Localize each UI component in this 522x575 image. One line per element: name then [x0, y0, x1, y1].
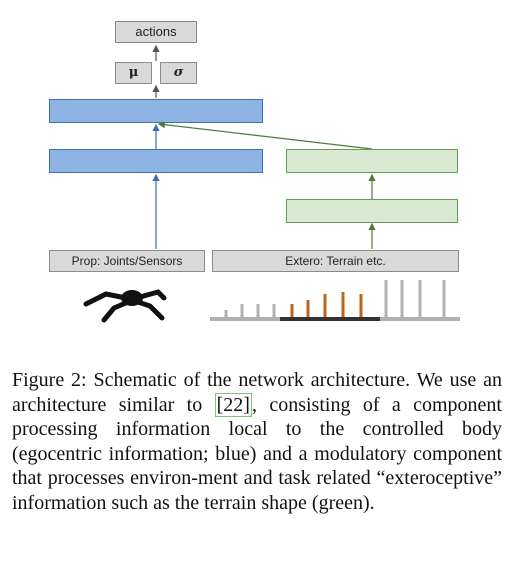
actions-box: actions	[115, 21, 197, 43]
mu-label: μ	[128, 65, 139, 80]
sigma-label: σ	[173, 65, 184, 80]
caption-figure-label: Figure 2:	[12, 369, 87, 391]
terrain-icon	[210, 280, 460, 321]
figure-caption: Figure 2: Schematic of the network archi…	[12, 368, 502, 515]
architecture-diagram: actions μ σ Prop: Joints/Sensors Extero:…	[49, 21, 460, 323]
blue-policy-layer-bottom	[49, 149, 263, 173]
caption-text-before-ref: Schematic of the network architecture. W…	[12, 369, 502, 416]
spider-robot-icon	[83, 289, 167, 323]
exteroceptive-input-box: Extero: Terrain etc.	[212, 250, 459, 272]
actions-label: actions	[135, 24, 177, 39]
prop-label: Prop: Joints/Sensors	[71, 254, 183, 268]
connection-arrows	[152, 44, 376, 249]
proprioceptive-input-box: Prop: Joints/Sensors	[49, 250, 205, 272]
sigma-box: σ	[160, 62, 197, 84]
green-modulation-layer-top	[286, 149, 458, 173]
green-modulation-layer-bottom	[286, 199, 458, 223]
arrow-green-to-blue-modulation	[157, 121, 373, 150]
caption-text-after-ref: , consisting of a component processing i…	[12, 393, 502, 514]
mu-box: μ	[115, 62, 152, 84]
extero-label: Extero: Terrain etc.	[285, 254, 386, 268]
citation-link[interactable]: [22]	[214, 392, 252, 417]
blue-policy-layer-top	[49, 99, 263, 123]
